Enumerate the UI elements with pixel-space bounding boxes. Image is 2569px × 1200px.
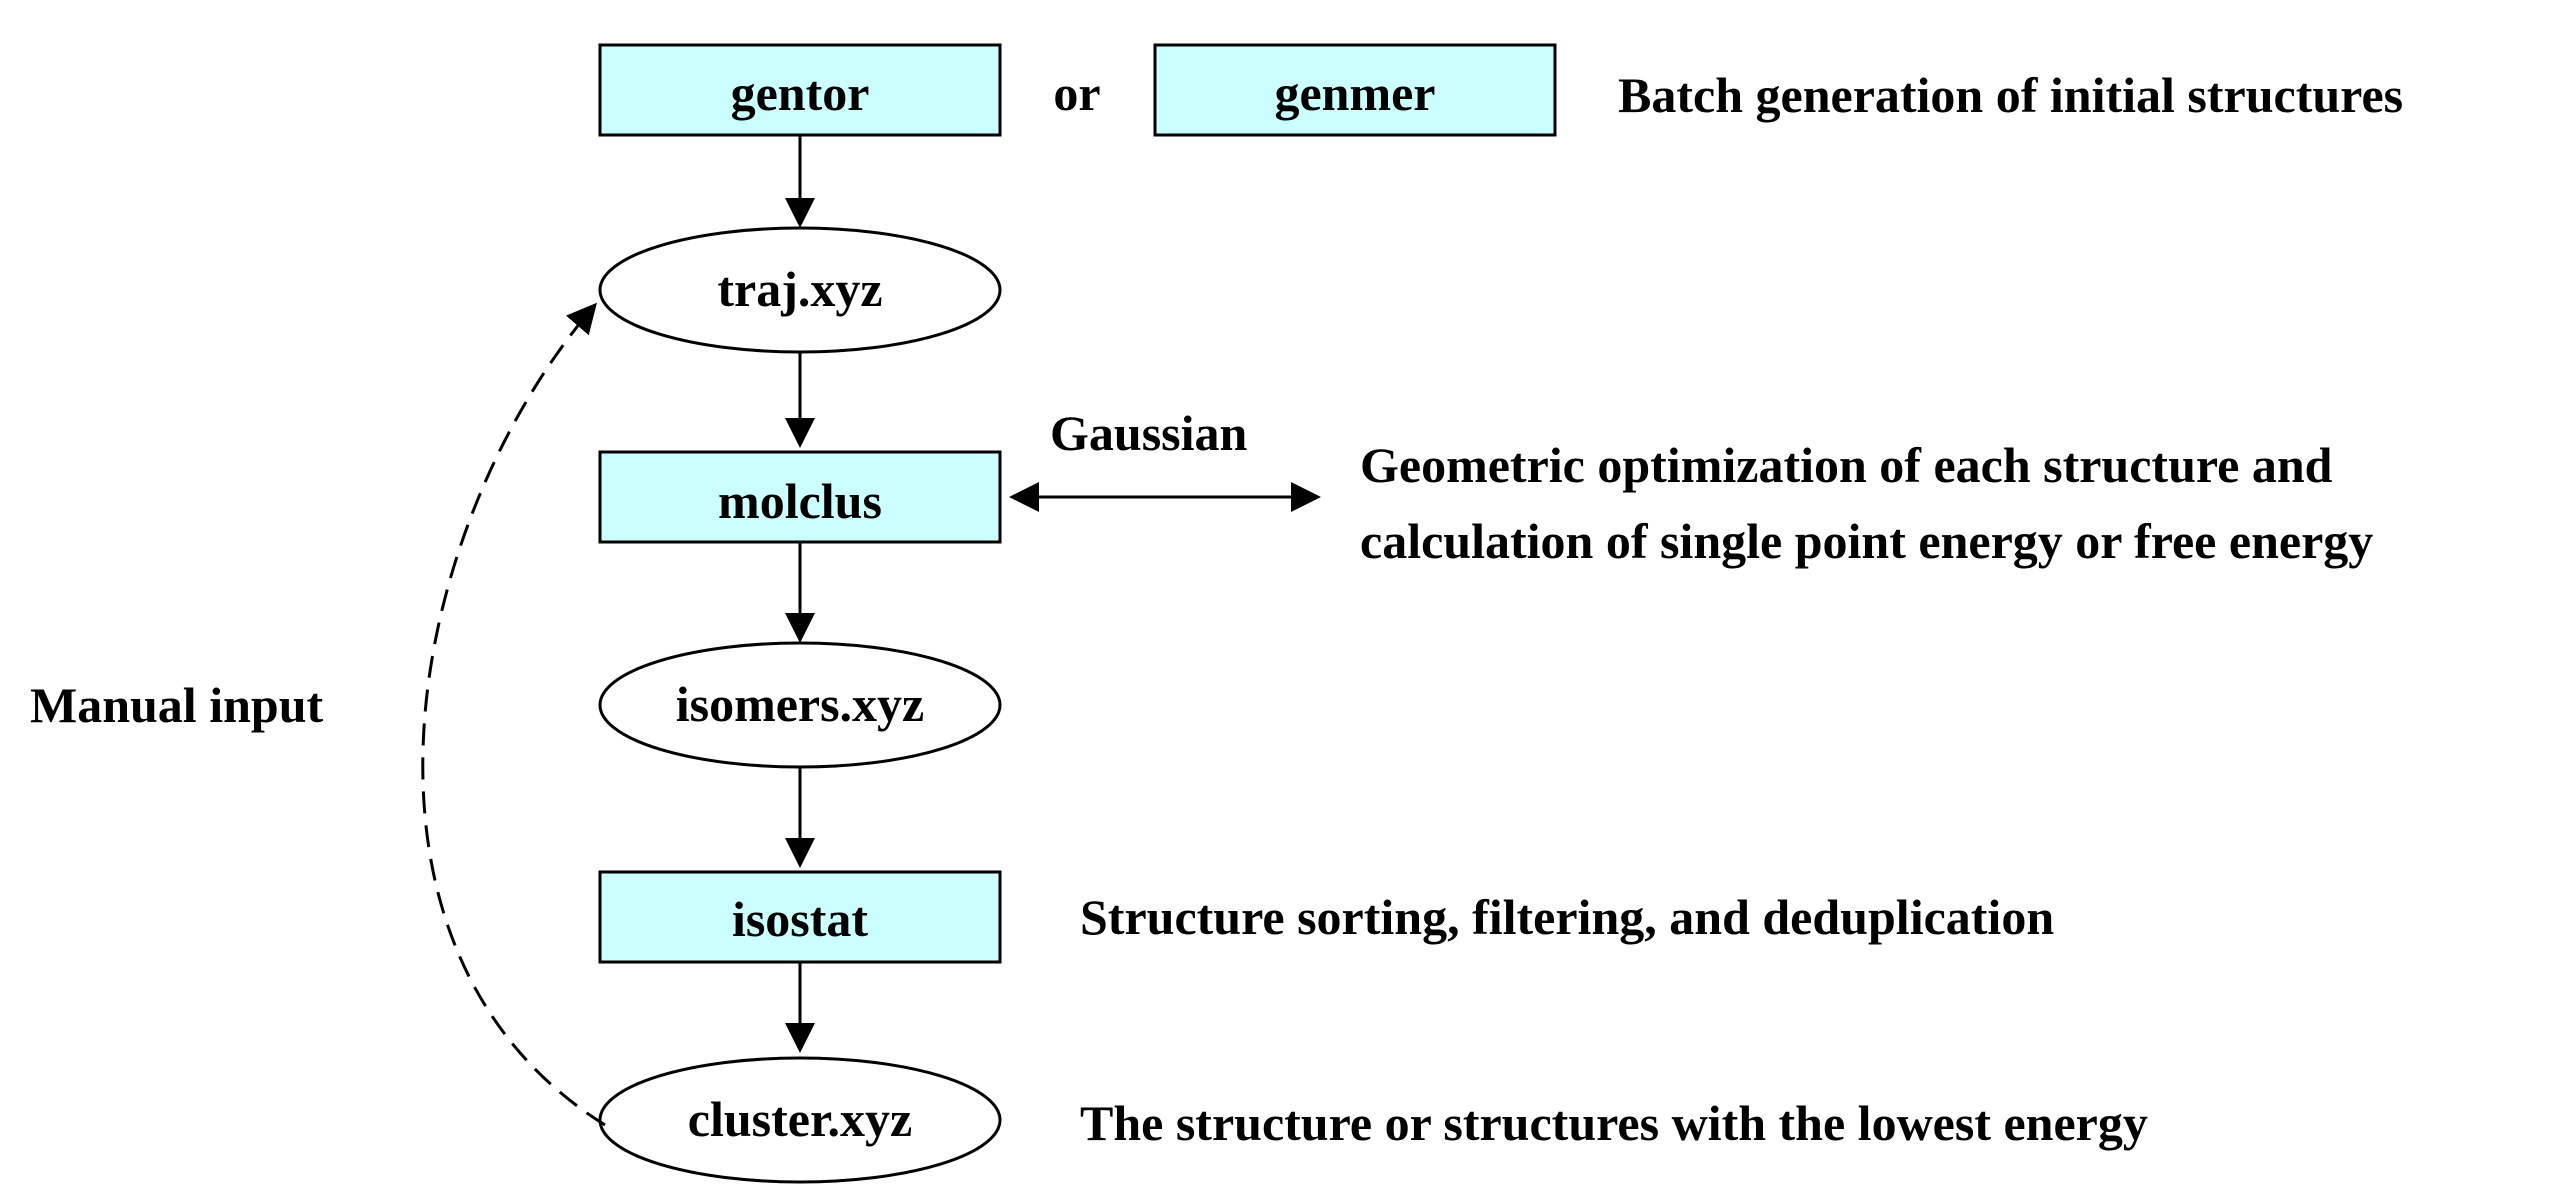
manual-input-dashed-arrow: [421, 302, 606, 1127]
structure-sorting-label: Structure sorting, filtering, and dedupl…: [1080, 889, 2054, 945]
gentor-label: gentor: [731, 65, 870, 121]
molclus-box: [598, 450, 1002, 544]
manual-input-label: Manual input: [30, 677, 324, 733]
isostat-label: isostat: [732, 891, 868, 947]
traj-xyz-label: traj.xyz: [717, 261, 882, 317]
geometric-optimization-line1: Geometric optimization of each structure…: [1360, 437, 2333, 493]
isomers-xyz-label: isomers.xyz: [676, 676, 925, 732]
genmer-box: [1153, 43, 1557, 137]
geometric-optimization-line2: calculation of single point energy or fr…: [1360, 513, 2373, 569]
cluster-xyz-oval: [598, 1056, 1002, 1184]
batch-generation-label: Batch generation of initial structures: [1618, 67, 2403, 123]
molclus-label: molclus: [718, 473, 882, 529]
lowest-energy-label: The structure or structures with the low…: [1080, 1095, 2148, 1151]
isostat-box: [598, 870, 1002, 964]
genmer-label: genmer: [1274, 65, 1435, 121]
cluster-xyz-label: cluster.xyz: [688, 1091, 913, 1147]
gentor-box: [598, 43, 1002, 137]
gaussian-label: Gaussian: [1050, 405, 1248, 461]
or-label: or: [1053, 65, 1100, 121]
